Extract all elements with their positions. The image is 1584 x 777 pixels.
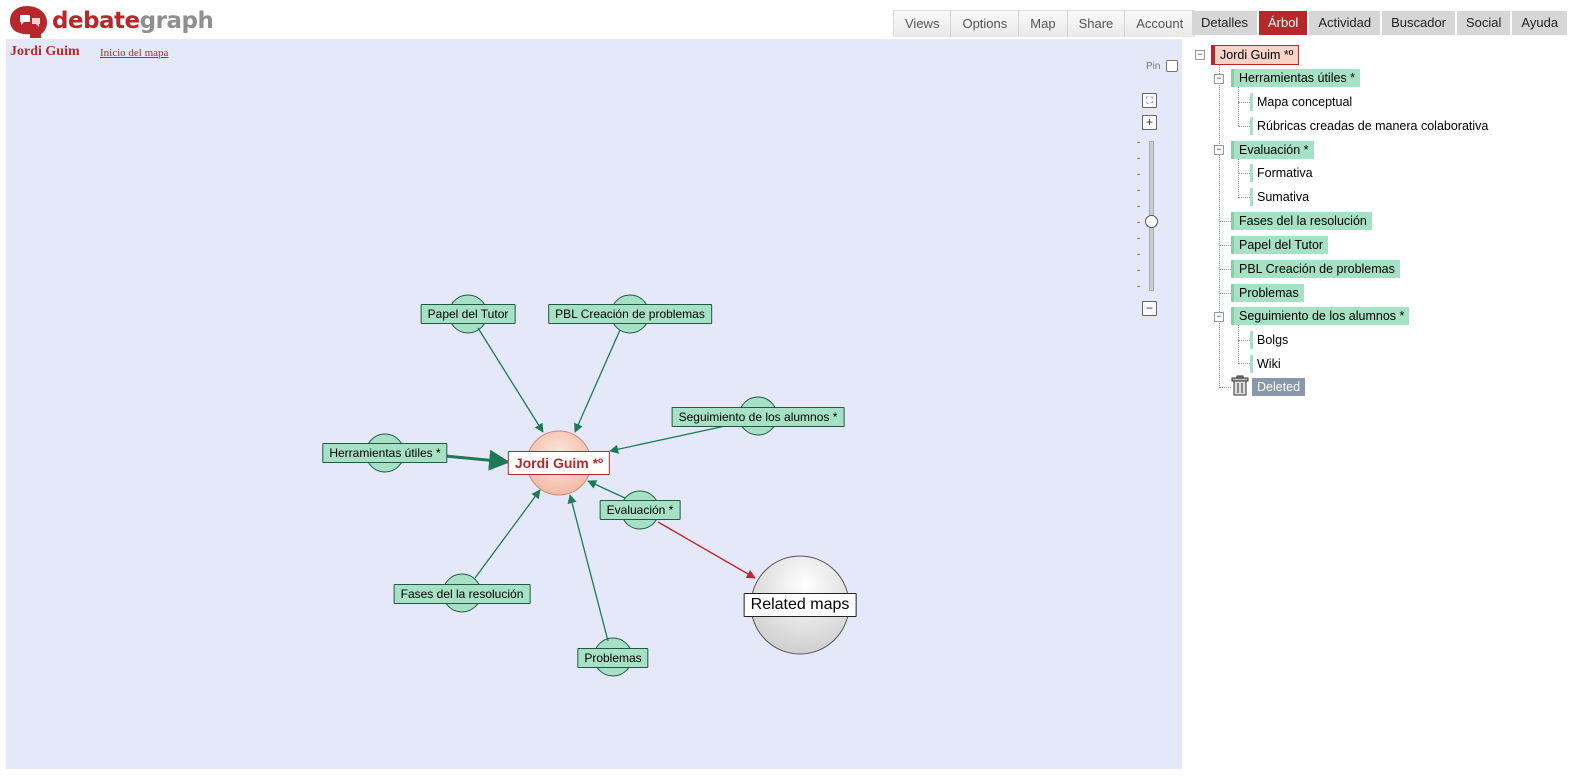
edge-fases	[474, 489, 541, 579]
edge-papel	[477, 327, 544, 433]
collapse-herramientas-button[interactable]: −	[1214, 74, 1224, 84]
node-papel-del-tutor[interactable]: Papel del Tutor	[420, 304, 516, 324]
edge-related-maps	[657, 521, 756, 579]
edge-seguimiento	[609, 424, 731, 454]
tree-item[interactable]: Wiki	[1250, 355, 1286, 373]
tree-connector	[1238, 102, 1250, 103]
pin-label: Pin	[1146, 61, 1161, 72]
zoom-tick	[1137, 270, 1140, 271]
tree-item[interactable]: Evaluación *	[1231, 141, 1314, 159]
collapse-seguimiento-button[interactable]: −	[1214, 312, 1224, 322]
tree-connector	[1238, 173, 1250, 174]
tree-item-deleted[interactable]: Deleted	[1252, 378, 1306, 396]
zoom-tick	[1137, 222, 1140, 223]
tree-item[interactable]: Mapa conceptual	[1250, 93, 1357, 111]
tree-connector	[1238, 126, 1250, 127]
brand-part-debate: debate	[52, 8, 140, 34]
map-title: Jordi Guim	[10, 44, 80, 59]
right-panel-tabs: Detalles Árbol Actividad Buscador Social…	[1192, 11, 1569, 35]
tree-item[interactable]: Papel del Tutor	[1231, 236, 1329, 254]
tab-ayuda[interactable]: Ayuda	[1512, 11, 1568, 35]
zoom-slider-handle[interactable]	[1145, 215, 1158, 228]
tree-connector	[1219, 293, 1231, 294]
tree-item[interactable]: Rúbricas creadas de manera colaborativa	[1250, 117, 1493, 135]
edge-pbl	[574, 329, 621, 433]
related-maps-node[interactable]: Related maps	[743, 593, 857, 617]
tab-actividad[interactable]: Actividad	[1309, 11, 1381, 35]
tree-connector	[1238, 321, 1239, 364]
tree-item[interactable]: Fases del la resolución	[1231, 212, 1372, 230]
edge-herramientas	[444, 449, 511, 471]
zoom-tick	[1137, 286, 1140, 287]
node-fases[interactable]: Fases del la resolución	[393, 584, 531, 604]
fullscreen-icon[interactable]: ⛶	[1142, 93, 1157, 108]
tree-item[interactable]: Seguimiento de los alumnos *	[1231, 307, 1410, 325]
edge-problemas	[567, 494, 609, 642]
nav-options[interactable]: Options	[951, 11, 1020, 37]
top-navigation: Views Options Map Share Account	[893, 10, 1196, 37]
nav-account[interactable]: Account	[1136, 16, 1184, 31]
tab-arbol[interactable]: Árbol	[1258, 11, 1308, 35]
map-home-link[interactable]: Inicio del mapa	[100, 47, 169, 59]
zoom-tick	[1137, 158, 1140, 159]
debategraph-logo[interactable]	[6, 3, 196, 39]
tree-connector	[1219, 59, 1220, 388]
tree-item[interactable]: Herramientas útiles *	[1231, 69, 1361, 87]
tab-detalles[interactable]: Detalles	[1192, 11, 1257, 35]
map-canvas[interactable]	[6, 39, 1182, 769]
zoom-out-button[interactable]: −	[1142, 301, 1157, 316]
node-seguimiento[interactable]: Seguimiento de los alumnos *	[671, 407, 845, 427]
tree-connector	[1219, 269, 1231, 270]
tab-buscador[interactable]: Buscador	[1382, 11, 1455, 35]
brand-name: debategraph	[52, 8, 214, 34]
tree-item[interactable]: PBL Creación de problemas	[1231, 260, 1400, 278]
zoom-tick	[1137, 238, 1140, 239]
tree-connector	[1238, 155, 1239, 198]
head-speech-icon	[10, 6, 48, 38]
pin-checkbox[interactable]	[1166, 60, 1178, 72]
zoom-tick	[1137, 142, 1140, 143]
tree-connector	[1219, 245, 1231, 246]
tree-item[interactable]: Problemas	[1231, 284, 1304, 302]
tree-item[interactable]: Sumativa	[1250, 188, 1314, 206]
nav-views[interactable]: Views	[894, 11, 952, 37]
tree-root[interactable]: Jordi Guim *º	[1211, 45, 1300, 65]
node-pbl-creacion[interactable]: PBL Creación de problemas	[548, 304, 712, 324]
tree-item[interactable]: Formativa	[1250, 164, 1318, 182]
zoom-tick	[1137, 206, 1140, 207]
nav-share[interactable]: Share	[1068, 11, 1126, 37]
tree-connector	[1238, 340, 1250, 341]
nav-map[interactable]: Map	[1019, 11, 1068, 37]
zoom-tick	[1137, 174, 1140, 175]
trash-icon	[1231, 375, 1249, 396]
tree-connector	[1238, 197, 1250, 198]
brand-part-graph: graph	[139, 8, 214, 34]
tree-connector	[1219, 387, 1231, 388]
collapse-root-button[interactable]: −	[1195, 50, 1205, 60]
zoom-in-button[interactable]: +	[1142, 115, 1157, 130]
collapse-evaluacion-button[interactable]: −	[1214, 145, 1224, 155]
tab-social[interactable]: Social	[1457, 11, 1511, 35]
center-node[interactable]: Jordi Guim *º	[507, 451, 611, 475]
tree-connector	[1219, 221, 1231, 222]
node-problemas[interactable]: Problemas	[577, 648, 649, 668]
tree-connector	[1238, 363, 1250, 364]
edge-evaluacion	[587, 480, 626, 499]
tree-item[interactable]: Bolgs	[1250, 331, 1293, 349]
node-evaluacion[interactable]: Evaluación *	[599, 500, 681, 520]
tree-connector	[1238, 83, 1239, 126]
zoom-tick	[1137, 254, 1140, 255]
zoom-tick	[1137, 190, 1140, 191]
node-herramientas[interactable]: Herramientas útiles *	[322, 443, 448, 463]
